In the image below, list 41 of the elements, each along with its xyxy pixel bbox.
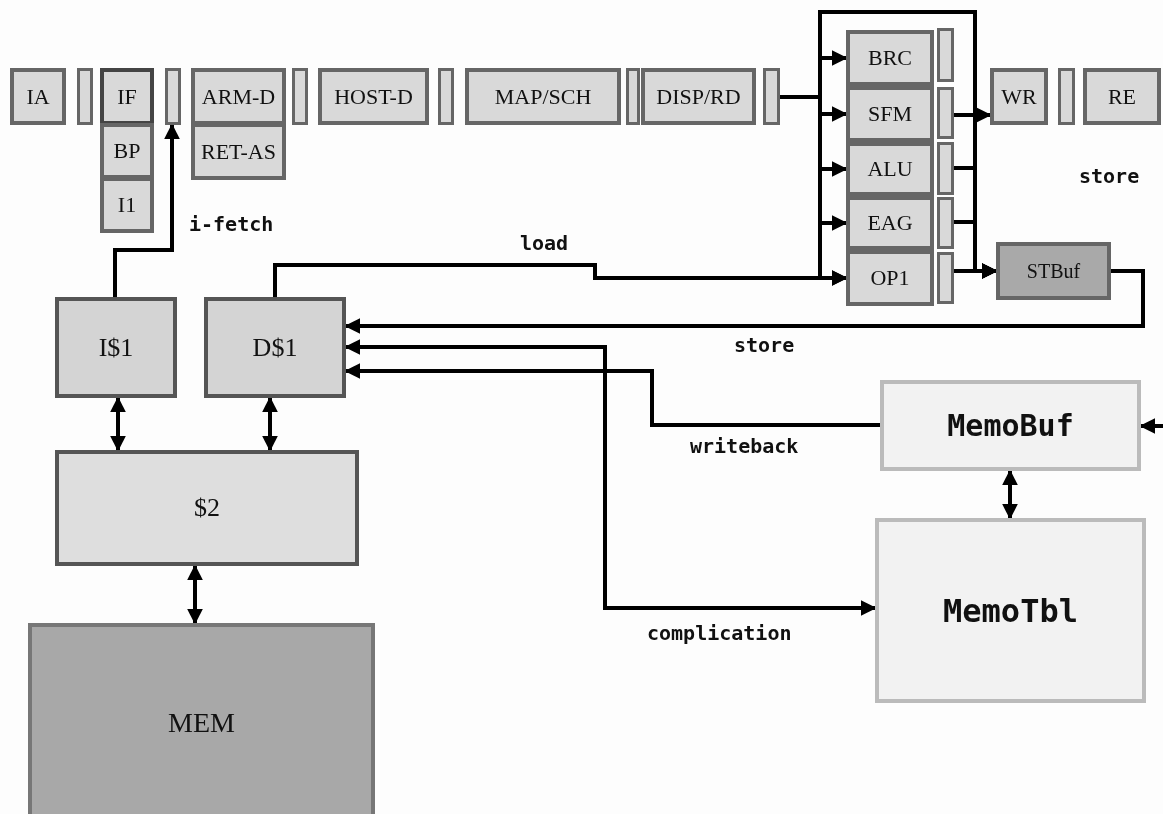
latch-bar (77, 68, 93, 125)
stage-box: $2 (55, 450, 359, 566)
stage-box: MEM (28, 623, 375, 814)
latch-bar (165, 68, 181, 125)
stage-box: SFM (846, 86, 934, 142)
latch-bar (292, 68, 308, 125)
stage-box: MAP/SCH (465, 68, 621, 125)
stage-box: OP1 (846, 250, 934, 306)
stage-box: STBuf (996, 242, 1111, 300)
stage-box: HOST-D (318, 68, 429, 125)
stage-box: DISP/RD (641, 68, 756, 125)
stage-box: BP (100, 123, 154, 179)
stage-box: ARM-D (191, 68, 286, 125)
buffer-box: MemoTbl (875, 518, 1146, 703)
stage-box: ALU (846, 142, 934, 196)
buffer-box: MemoBuf (880, 380, 1141, 471)
latch-bar (438, 68, 454, 125)
latch-bar (763, 68, 780, 125)
latch-bar (937, 28, 954, 82)
arrow (187, 564, 203, 625)
latch-bar (626, 68, 640, 125)
stage-box: EAG (846, 196, 934, 250)
stage-box: D$1 (204, 297, 346, 398)
arrow (113, 123, 180, 297)
arrow (954, 107, 992, 123)
arrow (110, 396, 126, 452)
latch-bar (937, 197, 954, 249)
stage-box: RET-AS (191, 123, 286, 180)
stage-box: I$1 (55, 297, 177, 398)
stage-box: BRC (846, 30, 934, 86)
latch-bar (1058, 68, 1075, 125)
stage-box: WR (990, 68, 1048, 125)
latch-bar (937, 252, 954, 304)
latch-bar (937, 87, 954, 139)
arrow (262, 396, 278, 452)
latch-bar (937, 142, 954, 195)
arrow (1002, 469, 1018, 520)
stage-box: IA (10, 68, 66, 125)
stage-box: IF (100, 68, 154, 125)
stage-box: RE (1083, 68, 1161, 125)
stage-box: I1 (100, 177, 154, 233)
